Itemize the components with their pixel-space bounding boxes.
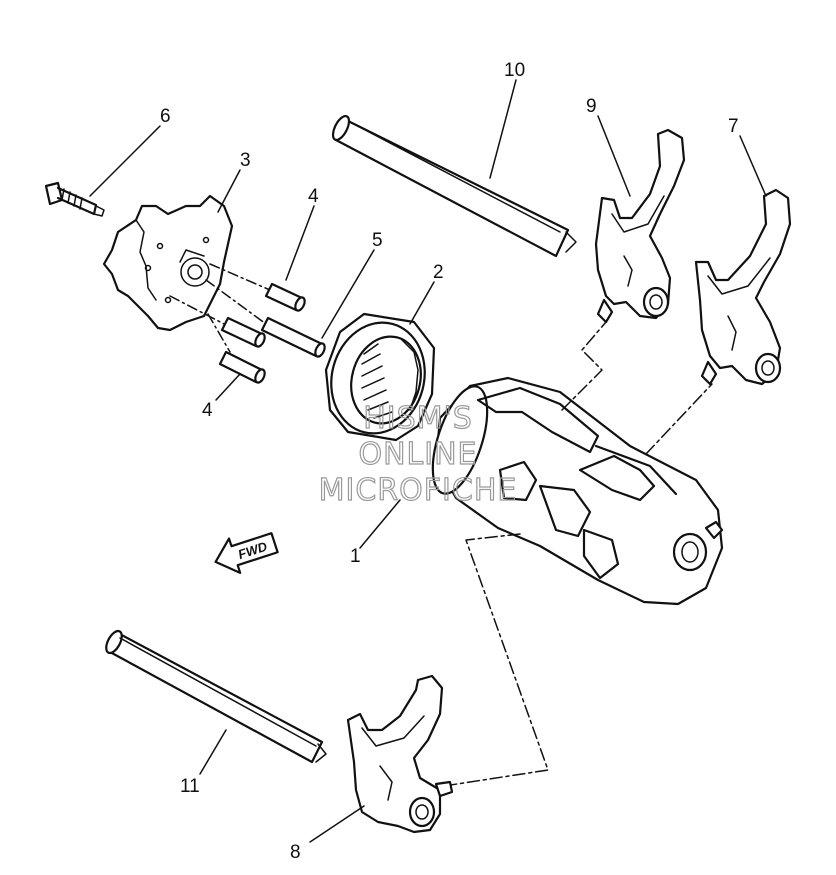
shift-cam-segment	[102, 194, 234, 332]
long-pin	[260, 316, 326, 358]
watermark: HISM'S ONLINE MICROFICHE	[318, 400, 518, 508]
callout-5: 5	[372, 230, 383, 251]
callout-4-lower: 4	[202, 400, 213, 421]
shift-fork-8	[346, 674, 454, 834]
callout-8: 8	[290, 842, 301, 863]
fwd-direction-arrow: FWD	[214, 532, 279, 574]
watermark-line-3: MICROFICHE	[319, 473, 518, 508]
shift-fork-9	[594, 128, 686, 324]
shift-fork-7	[694, 188, 792, 386]
callout-11: 11	[180, 776, 200, 797]
callout-2: 2	[433, 262, 444, 283]
callout-10: 10	[504, 60, 525, 81]
alignment-lines-forks	[443, 321, 713, 787]
pin-lower	[218, 350, 266, 384]
callout-4-upper: 4	[308, 186, 319, 207]
callout-3: 3	[240, 150, 251, 171]
shift-fork-shaft-lower	[105, 629, 327, 764]
bearing	[324, 312, 436, 442]
screw	[44, 181, 105, 217]
alignment-lines-pins	[169, 263, 271, 353]
watermark-line-1: HISM'S	[363, 401, 473, 436]
callout-1: 1	[350, 546, 361, 567]
callout-9: 9	[586, 96, 597, 117]
callout-labels: 1 2 3 4 4 5 6 7 8 9 10 11	[160, 60, 739, 863]
shift-fork-shaft-upper	[331, 115, 577, 258]
callout-leaders	[89, 79, 767, 843]
callout-7: 7	[728, 116, 739, 137]
shift-drum	[431, 376, 724, 606]
pin-upper	[220, 282, 306, 348]
watermark-line-2: ONLINE	[358, 437, 477, 472]
callout-6: 6	[160, 106, 171, 127]
